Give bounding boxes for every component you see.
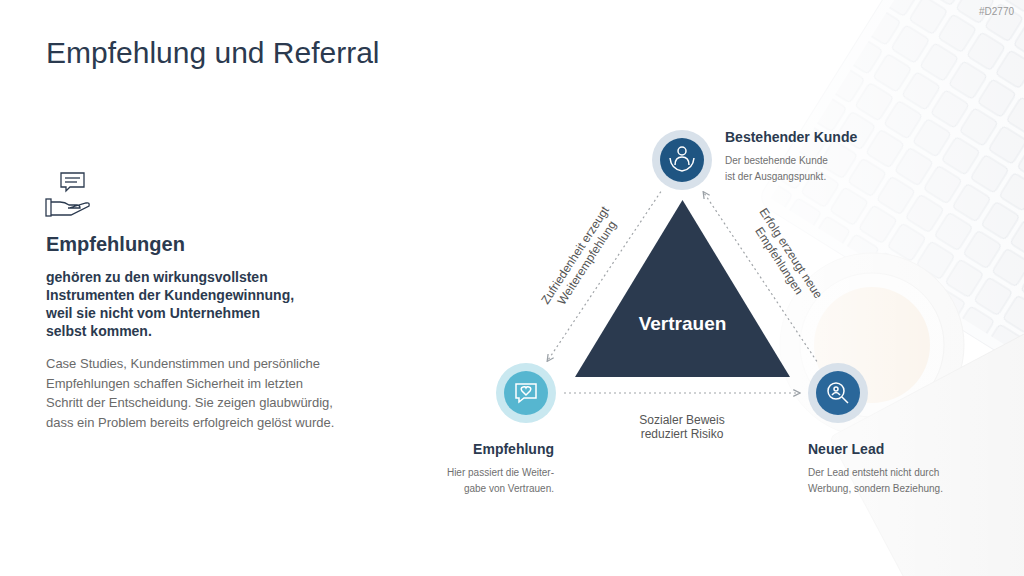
coffee-cup-illustration xyxy=(800,273,944,417)
referral-hand-icon xyxy=(65,181,77,182)
inner-circle xyxy=(660,138,704,182)
lead-search-icon xyxy=(828,383,848,403)
node-outline xyxy=(575,200,790,377)
recommendation-circle: EmpfehlungHier passiert die Weiter- gabe… xyxy=(496,363,556,423)
lead-paragraph: gehören zu den wirkungsvollsten Instrume… xyxy=(46,268,300,340)
trust-triangle: Vertrauen xyxy=(575,200,790,377)
coffee-cup-illustration xyxy=(780,253,964,437)
customer-icon xyxy=(678,147,686,155)
photo-fade-overlay xyxy=(700,0,1024,576)
section-heading: Empfehlungen xyxy=(46,231,185,257)
lead-circle: Neuer LeadDer Lead entsteht nicht durch … xyxy=(808,363,868,423)
center-label: Vertrauen xyxy=(575,312,790,336)
inner-circle xyxy=(816,371,860,415)
dotted-connector xyxy=(547,192,661,362)
keyboard-illustration xyxy=(756,0,1024,371)
customer-icon xyxy=(670,158,694,171)
recommendation-icon xyxy=(516,384,536,402)
outer-ring xyxy=(808,363,868,423)
coffee-cup-illustration xyxy=(780,253,964,437)
lead-search-icon xyxy=(842,397,848,403)
edge-label: Erfolg erzeugt neue Empfehlungen xyxy=(743,202,827,311)
outer-ring xyxy=(652,130,712,190)
referral-hand-icon xyxy=(51,202,89,215)
inner-circle xyxy=(504,371,548,415)
dotted-connector xyxy=(703,192,817,362)
recommendation-icon xyxy=(521,387,531,395)
lead-search-icon xyxy=(832,393,840,396)
referral-hand-icon xyxy=(46,173,89,216)
slide-id: #D2770 xyxy=(979,6,1014,18)
keyboard-illustration xyxy=(756,0,1024,371)
customer-icon xyxy=(670,147,694,171)
referral-hand-icon xyxy=(65,177,80,178)
node-outline xyxy=(808,363,868,423)
dotted-connector xyxy=(564,392,800,393)
node-description: Der Lead entsteht nicht durch Werbung, s… xyxy=(808,465,950,497)
node-description: Der bestehende Kunde ist der Ausgangspun… xyxy=(725,153,835,185)
lead-search-icon xyxy=(834,387,838,391)
keyboard-illustration xyxy=(770,0,1024,357)
node-heading: Bestehender Kunde xyxy=(725,128,857,146)
customer-circle: Bestehender KundeDer bestehende Kunde is… xyxy=(652,130,712,190)
node-heading: Neuer Lead xyxy=(808,440,884,458)
node-description: Hier passiert die Weiter- gabe von Vertr… xyxy=(436,465,554,497)
lead-search-icon xyxy=(828,383,844,399)
recommendation-icon xyxy=(516,384,536,402)
edge-label: Sozialer Beweis reduziert Risiko xyxy=(632,413,732,441)
outer-ring xyxy=(496,363,556,423)
notebook-illustration xyxy=(829,315,1024,576)
triangle-shape xyxy=(575,200,790,377)
referral-hand-icon xyxy=(61,173,84,191)
notebook-illustration xyxy=(829,315,1024,576)
coffee-cup-illustration xyxy=(814,287,930,403)
node-heading: Empfehlung xyxy=(473,440,554,458)
slide-title: Empfehlung und Referral xyxy=(46,35,380,71)
customer-icon xyxy=(675,157,689,165)
edge-label: Zufriedenheit erzeugt Weiterempfehlung xyxy=(537,201,626,317)
referral-hand-icon xyxy=(46,199,51,216)
body-paragraph: Case Studies, Kundenstimmen und persönli… xyxy=(46,354,338,432)
node-outline xyxy=(496,363,556,423)
node-outline xyxy=(652,130,712,190)
